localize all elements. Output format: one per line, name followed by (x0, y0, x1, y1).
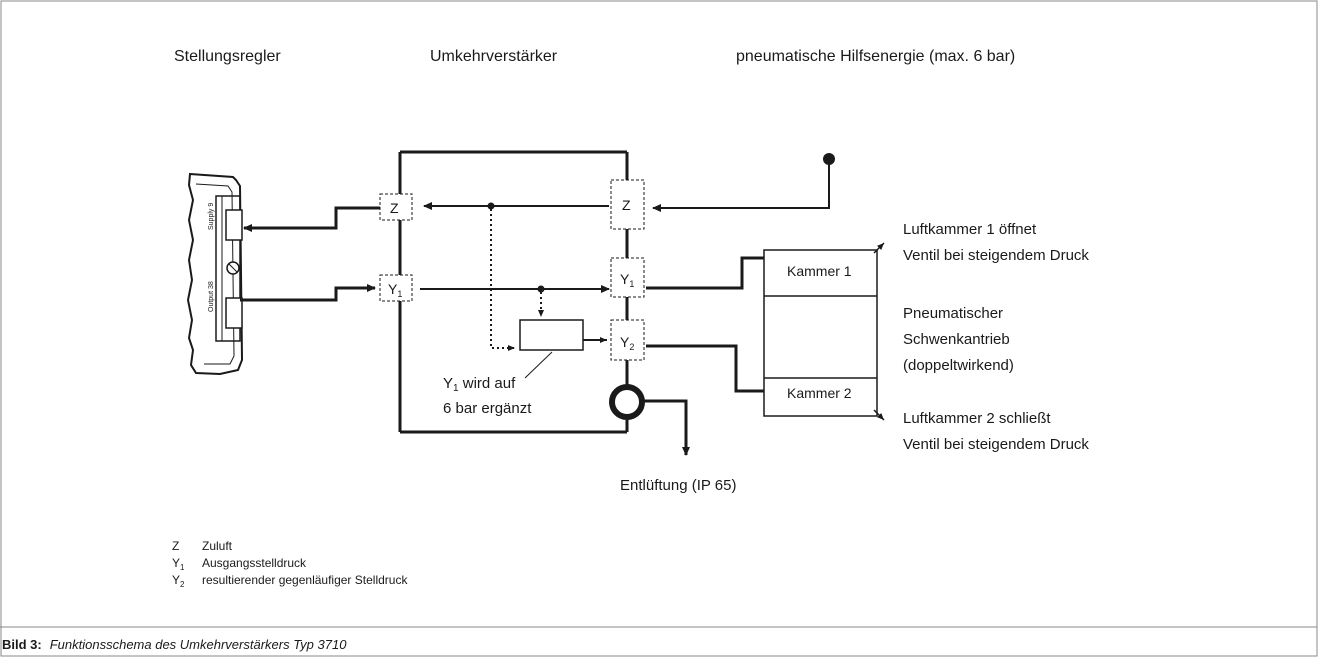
vent-label: Entlüftung (IP 65) (620, 477, 736, 494)
legend-sym-0: Z (172, 539, 179, 553)
note-line1: Y1 wird auf (443, 375, 516, 394)
actuator-name-3: (doppeltwirkend) (903, 357, 1014, 374)
vent-line (642, 399, 690, 456)
legend-sym-1: Y1 (172, 556, 185, 572)
supply-line (652, 153, 835, 212)
chamber1-feed (646, 254, 775, 290)
chamber1-desc-1: Luftkammer 1 öffnet (903, 221, 1037, 238)
actuator (763, 242, 885, 421)
vent-silencer (609, 384, 645, 420)
chamber2-feed (646, 344, 775, 395)
port-z-right: Z (622, 197, 631, 213)
amplifier-block (519, 319, 584, 351)
figure-caption: Bild 3:Funktionsschema des Umkehrverstär… (2, 637, 347, 652)
positioner-output-label: Output 38 (208, 281, 215, 312)
booster-housing (398, 150, 629, 434)
dotted-supply-feed (490, 209, 515, 351)
header-booster: Umkehrverstärker (430, 48, 558, 65)
chamber2-label: Kammer 2 (787, 385, 852, 401)
port-y1-left: Y1 (388, 281, 402, 299)
junction-y1 (537, 285, 545, 293)
legend-text-2: resultierender gegenläufiger Stelldruck (202, 573, 408, 587)
positioner-supply-label: Supply 9 (208, 203, 215, 230)
port-z-left: Z (390, 200, 399, 216)
chamber1-desc-2: Ventil bei steigendem Druck (903, 247, 1089, 264)
positioner-device: Supply 9 Output 38 (186, 172, 244, 376)
legend-text-1: Ausgangsstelldruck (202, 556, 307, 570)
port-y2-right: Y2 (620, 334, 634, 352)
legend-text-0: Zuluft (202, 539, 233, 553)
port-boxes (379, 179, 645, 361)
actuator-name-1: Pneumatischer (903, 305, 1003, 322)
actuator-name-2: Schwenkantrieb (903, 331, 1010, 348)
positioner-connections (240, 206, 380, 302)
chamber1-label: Kammer 1 (787, 263, 852, 279)
note-line2: 6 bar ergänzt (443, 400, 532, 417)
note-pointer (524, 351, 553, 379)
legend: Z Zuluft Y1 Ausgangsstelldruck Y2 result… (172, 539, 408, 589)
chamber2-desc-2: Ventil bei steigendem Druck (903, 436, 1089, 453)
chamber2-desc-1: Luftkammer 2 schließt (903, 410, 1051, 427)
junction-z (487, 202, 495, 210)
figure-frame (0, 0, 1318, 657)
legend-sym-2: Y2 (172, 573, 185, 589)
port-y1-right: Y1 (620, 271, 634, 289)
header-positioner: Stellungsregler (174, 48, 281, 65)
header-supply: pneumatische Hilfsenergie (max. 6 bar) (736, 48, 1015, 65)
